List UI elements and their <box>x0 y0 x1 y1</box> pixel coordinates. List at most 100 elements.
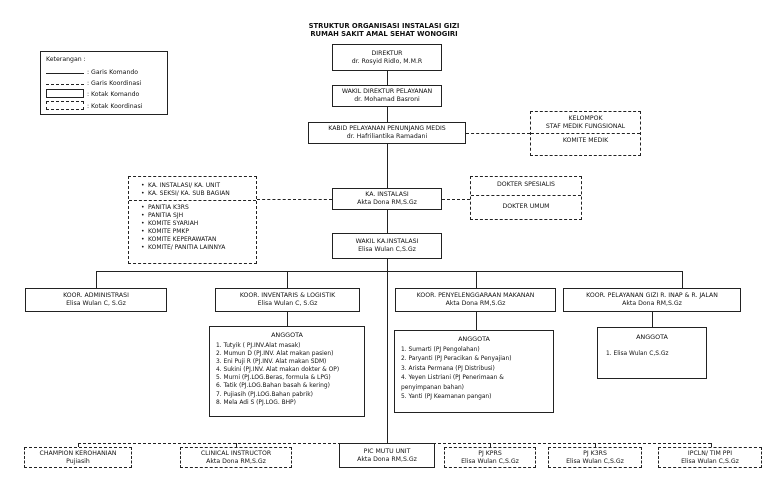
box-koor-pelayanan: KOOR. PELAYANAN GIZI R. INAP & R. JALAN … <box>563 288 741 312</box>
kainst-title: KA. INSTALASI <box>365 191 409 198</box>
member-item: 7. Pujiasih (PJ.LOG.Bahan pabrik) <box>216 391 313 398</box>
line-to-ipcln <box>711 443 712 447</box>
koor-title: KOOR. PENYELENGGARAAN MAKANAN <box>416 292 535 299</box>
wakainst-title: WAKIL KA.INSTALASI <box>355 238 419 245</box>
koor-name: Akta Dona RM,S.Gz <box>622 300 682 307</box>
line-kabid-kainst <box>387 144 388 188</box>
line-to-koor-pelayanan <box>682 271 683 288</box>
legend-swatch-komando-line <box>46 73 84 74</box>
wadir-name: dr. Mohamad Basroni <box>354 96 420 103</box>
koordinasi-kiri-bottom: PANITIA K3RS PANITIA SJH KOMITE SYARIAH … <box>141 204 225 252</box>
legend-swatch-komando-box <box>46 89 84 98</box>
coord-item: KOMITE SYARIAH <box>141 220 225 228</box>
coord-item: PANITIA SJH <box>141 212 225 220</box>
direktur-name: dr. Rosyid Ridlo, M.M.R <box>351 58 423 65</box>
kelompok-line2: STAF MEDIK FUNGSIONAL <box>545 123 626 130</box>
bottom-name: Elisa Wulan C,S.Gz <box>681 458 739 465</box>
line-wadir-kabid <box>387 107 388 122</box>
koor-name: Elisa Wulan C, S.Gz <box>66 300 126 307</box>
bottom-name: Akta Dona RM,S.Gz <box>357 456 417 463</box>
bottom-name: Elisa Wulan C,S.Gz <box>566 458 624 465</box>
kainst-name: Akta Dona RM,S.Gz <box>357 199 417 206</box>
box-champion-kerohanian: CHAMPION KEROHANIAN Pujiasih <box>24 447 132 468</box>
bottom-title: CHAMPION KEROHANIAN <box>39 450 117 457</box>
coord-item: KOMITE KEPERAWATAN <box>141 236 225 244</box>
bottom-name: Elisa Wulan C,S.Gz <box>461 458 519 465</box>
box-ipcln-tim-ppi: IPCLN/ TIM PPI Elisa Wulan C,S.Gz <box>658 447 762 468</box>
box-koor-administrasi: KOOR. ADMINISTRASI Elisa Wulan C, S.Gz <box>25 288 167 312</box>
bottom-name: Pujiasih <box>66 458 90 465</box>
box-anggota-pelayanan: ANGGOTA 1. Elisa Wulan C,S.Gz <box>597 327 707 379</box>
legend: Keterangan : : Garis Komando : Garis Koo… <box>40 51 168 115</box>
box-kabid: KABID PELAYANAN PENUNJANG MEDIS dr. Hafr… <box>308 122 466 144</box>
anggota-heading: ANGGOTA <box>458 335 490 343</box>
box-wakil-direktur: WAKIL DIREKTUR PELAYANAN dr. Mohamad Bas… <box>332 85 442 107</box>
coord-item: KOMITE/ PANITIA LAINNYA <box>141 244 225 252</box>
line-to-koor-inventaris <box>287 271 288 288</box>
box-pic-mutu-unit: PIC MUTU UNIT Akta Dona RM,S.Gz <box>339 443 435 468</box>
bottom-title: PIC MUTU UNIT <box>363 448 411 455</box>
member-item: 4. Sukini (PJ.INV. Alat makan dokter & O… <box>216 367 340 374</box>
box-clinical-instructor: CLINICAL INSTRUCTOR Akta Dona RM,S.Gz <box>180 447 292 468</box>
coord-item: KA. INSTALASI/ KA. UNIT <box>141 182 230 190</box>
line-to-k3rs <box>595 443 596 447</box>
line-direktur-wadir <box>387 71 388 85</box>
member-item: 1. Sumarti (PJ Pengolahan) <box>401 347 480 353</box>
box-anggota-penyelenggaraan: ANGGOTA 1. Sumarti (PJ Pengolahan) 2. Pa… <box>394 330 554 413</box>
legend-heading: Keterangan : <box>46 56 86 63</box>
line-koor-bus <box>96 271 682 272</box>
bottom-title: IPCLN/ TIM PPI <box>687 450 733 457</box>
box-kelompok-smf: KELOMPOK STAF MEDIK FUNGSIONAL KOMITE ME… <box>530 111 641 156</box>
anggota-pelayanan-list: 1. Elisa Wulan C,S.Gz <box>606 350 669 358</box>
direktur-title: DIREKTUR <box>371 50 403 57</box>
box-anggota-inventaris: ANGGOTA 1. Tutyik ( PJ.INV.Alat masak) 2… <box>209 326 365 417</box>
line-to-champion <box>78 443 79 447</box>
member-item: penyimpanan bahan) <box>401 384 464 391</box>
legend-item-kotak-komando: : Kotak Komando <box>87 91 140 98</box>
box-koordinasi-kiri: KA. INSTALASI/ KA. UNIT KA. SEKSI/ KA. S… <box>128 176 257 264</box>
member-item: 1. Elisa Wulan C,S.Gz <box>606 351 669 357</box>
koordinasi-kiri-top: KA. INSTALASI/ KA. UNIT KA. SEKSI/ KA. S… <box>141 182 230 198</box>
anggota-penyelenggaraan-list: 1. Sumarti (PJ Pengolahan) 2. Paryanti (… <box>401 346 512 402</box>
legend-swatch-koordinasi-line <box>46 84 84 85</box>
line-kabid-kelompok <box>466 133 530 134</box>
member-item: 3. Arista Permana (PJ Distribusi) <box>401 365 495 372</box>
coord-item: KA. SEKSI/ KA. SUB BAGIAN <box>141 190 230 198</box>
line-to-kprs <box>490 443 491 447</box>
coord-item: PANITIA K3RS <box>141 204 225 212</box>
box-wakil-ka-instalasi: WAKIL KA.INSTALASI Elisa Wulan C,S.Gz <box>332 233 442 259</box>
koor-name: Elisa Wulan C, S.Gz <box>257 300 318 307</box>
kabid-title: KABID PELAYANAN PENUNJANG MEDIS <box>328 125 446 132</box>
box-pj-k3rs: PJ K3RS Elisa Wulan C,S.Gz <box>548 447 642 468</box>
chart-title-line1: STRUKTUR ORGANISASI INSTALASI GIZI <box>308 22 460 30</box>
koor-name: Akta Dona RM,S.Gz <box>445 300 506 307</box>
anggota-heading: ANGGOTA <box>271 331 303 339</box>
legend-item-garis-komando: : Garis Komando <box>87 69 139 76</box>
box-pj-kprs: PJ KPRS Elisa Wulan C,S.Gz <box>444 447 536 468</box>
legend-item-garis-koordinasi: : Garis Koordinasi <box>87 80 142 87</box>
box-dokter: DOKTER SPESIALIS DOKTER UMUM <box>470 176 582 220</box>
member-item: 5. Murni (PJ.LOG.Beras, formula & LPG) <box>216 375 331 382</box>
box-koor-penyelenggaraan: KOOR. PENYELENGGARAAN MAKANAN Akta Dona … <box>395 288 556 312</box>
line-wakainst-trunk <box>387 259 388 443</box>
box-direktur: DIREKTUR dr. Rosyid Ridlo, M.M.R <box>332 44 442 71</box>
dokter-umum: DOKTER UMUM <box>502 203 550 210</box>
member-item: 8. Mela Adi S (PJ.LOG. BHP) <box>216 399 296 406</box>
line-kainst-leftcoord <box>257 199 332 200</box>
bottom-title: PJ K3RS <box>583 450 607 457</box>
coord-item: KOMITE PMKP <box>141 228 225 236</box>
koor-title: KOOR. PELAYANAN GIZI R. INAP & R. JALAN <box>586 292 718 299</box>
line-kainst-dokter <box>442 199 470 200</box>
bottom-title: CLINICAL INSTRUCTOR <box>200 450 272 457</box>
line-to-koor-penyelenggaraan <box>476 271 477 288</box>
member-item: 2. Paryanti (PJ Peracikan & Penyajian) <box>401 356 512 363</box>
line-kainst-wakainst <box>387 210 388 233</box>
member-item: 2. Mumun D (PJ.INV. Alat makan pasien) <box>216 351 334 358</box>
member-item: 3. Eni Puji R (PJ.INV. Alat makan SDM) <box>216 359 327 366</box>
line-koor-inventaris-anggota <box>287 312 288 326</box>
line-to-koor-administrasi <box>96 271 97 288</box>
kelompok-line1: KELOMPOK <box>568 115 603 122</box>
bottom-title: PJ KPRS <box>478 450 502 457</box>
chart-title: STRUKTUR ORGANISASI INSTALASI GIZI RUMAH… <box>0 22 768 38</box>
dokter-spesialis: DOKTER SPESIALIS <box>497 181 555 188</box>
